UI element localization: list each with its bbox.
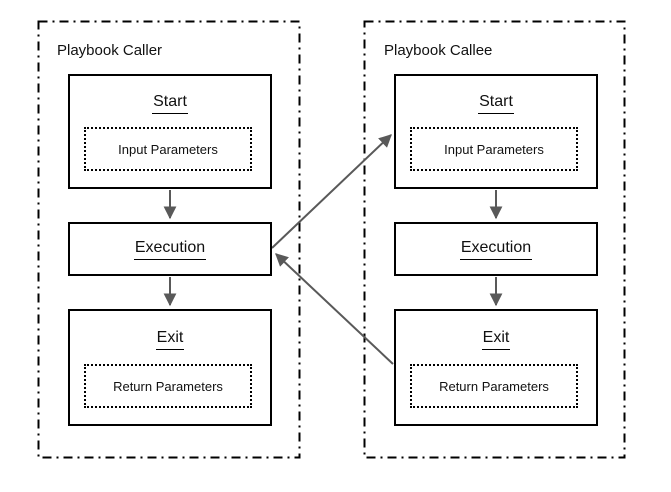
caller-return-parameters-label: Return Parameters	[113, 378, 223, 394]
callee-start-title-text: Start	[478, 92, 514, 114]
arrow-return-callee-exit-to-caller-execution	[275, 253, 394, 365]
caller-return-parameters-box: Return Parameters	[84, 364, 252, 408]
callee-start-node: Start Input Parameters	[394, 74, 598, 189]
caller-execution-node: Execution	[68, 222, 272, 276]
callee-execution-node: Execution	[394, 222, 598, 276]
caller-start-title: Start	[70, 92, 270, 114]
caller-exit-title: Exit	[70, 328, 270, 350]
caller-start-title-text: Start	[152, 92, 188, 114]
caller-input-parameters-label: Input Parameters	[118, 141, 218, 157]
caller-group-label: Playbook Caller	[57, 42, 163, 59]
callee-group-label: Playbook Callee	[384, 42, 493, 59]
caller-input-parameters-box: Input Parameters	[84, 127, 252, 171]
callee-input-parameters-box: Input Parameters	[410, 127, 578, 171]
callee-return-parameters-box: Return Parameters	[410, 364, 578, 408]
caller-start-node: Start Input Parameters	[68, 74, 272, 189]
callee-start-title: Start	[396, 92, 596, 114]
callee-execution-title: Execution	[396, 238, 596, 260]
caller-exit-node: Exit Return Parameters	[68, 309, 272, 426]
caller-execution-title-text: Execution	[133, 238, 207, 260]
callee-input-parameters-label: Input Parameters	[444, 141, 544, 157]
callee-execution-title-text: Execution	[459, 238, 533, 260]
caller-exit-title-text: Exit	[155, 328, 185, 350]
arrow-call-caller-execution-to-callee-start	[271, 134, 392, 249]
callee-return-parameters-label: Return Parameters	[439, 378, 549, 394]
callee-exit-title-text: Exit	[481, 328, 511, 350]
callee-exit-node: Exit Return Parameters	[394, 309, 598, 426]
callee-exit-title: Exit	[396, 328, 596, 350]
caller-execution-title: Execution	[70, 238, 270, 260]
